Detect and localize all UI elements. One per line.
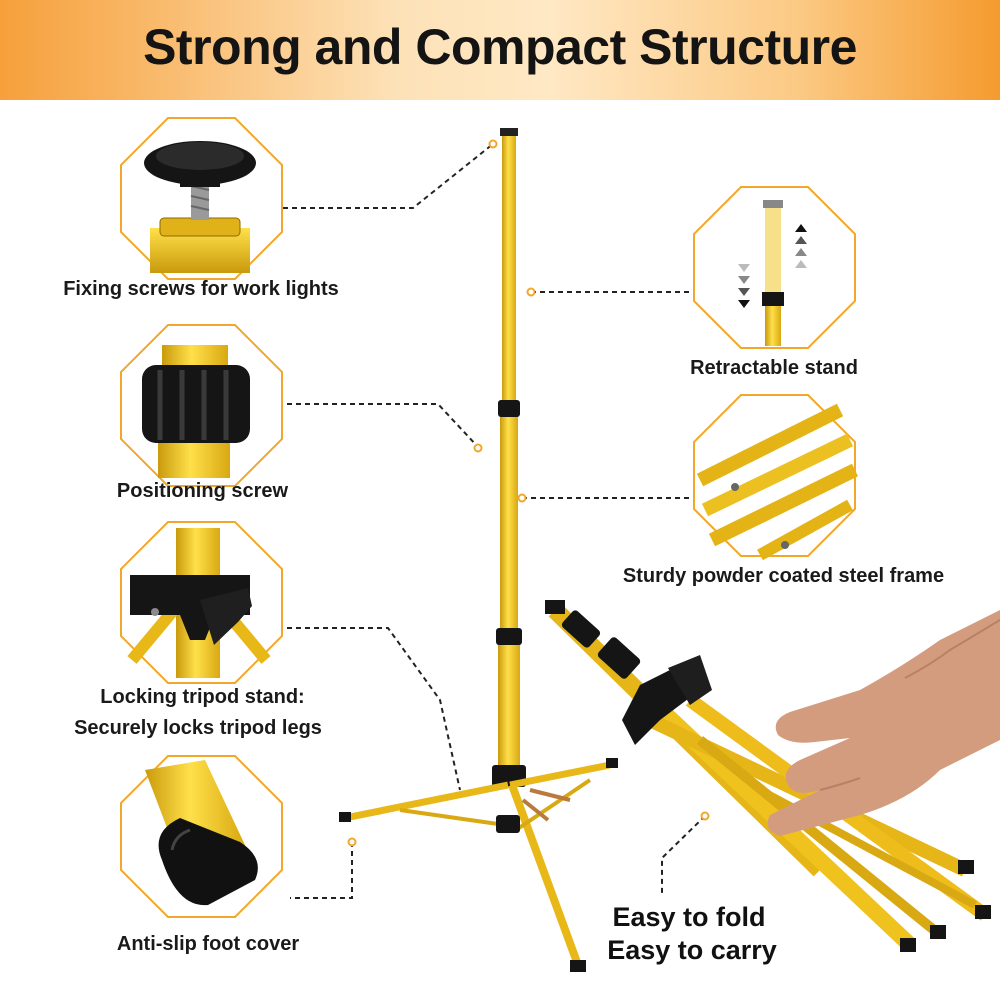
callout-lines (283, 143, 706, 899)
octagon-retractable (693, 186, 856, 349)
label-locking-line1: Locking tripod stand: (100, 686, 305, 708)
octagon-anti-slip (120, 755, 283, 918)
label-anti-slip: Anti-slip foot cover (116, 933, 300, 955)
octagon-steel-frame (693, 394, 859, 561)
octagon-locking-tripod (120, 521, 283, 684)
label-positioning-screw: Positioning screw (116, 480, 289, 502)
title-banner (0, 0, 1000, 100)
label-easy-carry: Easy to carry (607, 935, 777, 965)
label-locking-line2: Securely locks tripod legs (74, 717, 322, 739)
hand-illustration (767, 610, 1000, 836)
label-easy-fold: Easy to fold (612, 902, 766, 932)
label-fixing-screws: Fixing screws for work lights (63, 278, 339, 300)
octagon-fixing-screws (120, 117, 283, 280)
main-tripod-stand (339, 128, 618, 972)
arrow-up-icon (795, 224, 807, 232)
callout-dots (347, 139, 710, 847)
arrow-down-icon (738, 264, 750, 272)
banner-title: Strong and Compact Structure (143, 19, 857, 75)
octagon-positioning-screw (120, 324, 283, 487)
folded-tripod (545, 600, 991, 952)
label-steel-frame: Sturdy powder coated steel frame (622, 565, 945, 587)
label-retractable: Retractable stand (690, 357, 858, 379)
